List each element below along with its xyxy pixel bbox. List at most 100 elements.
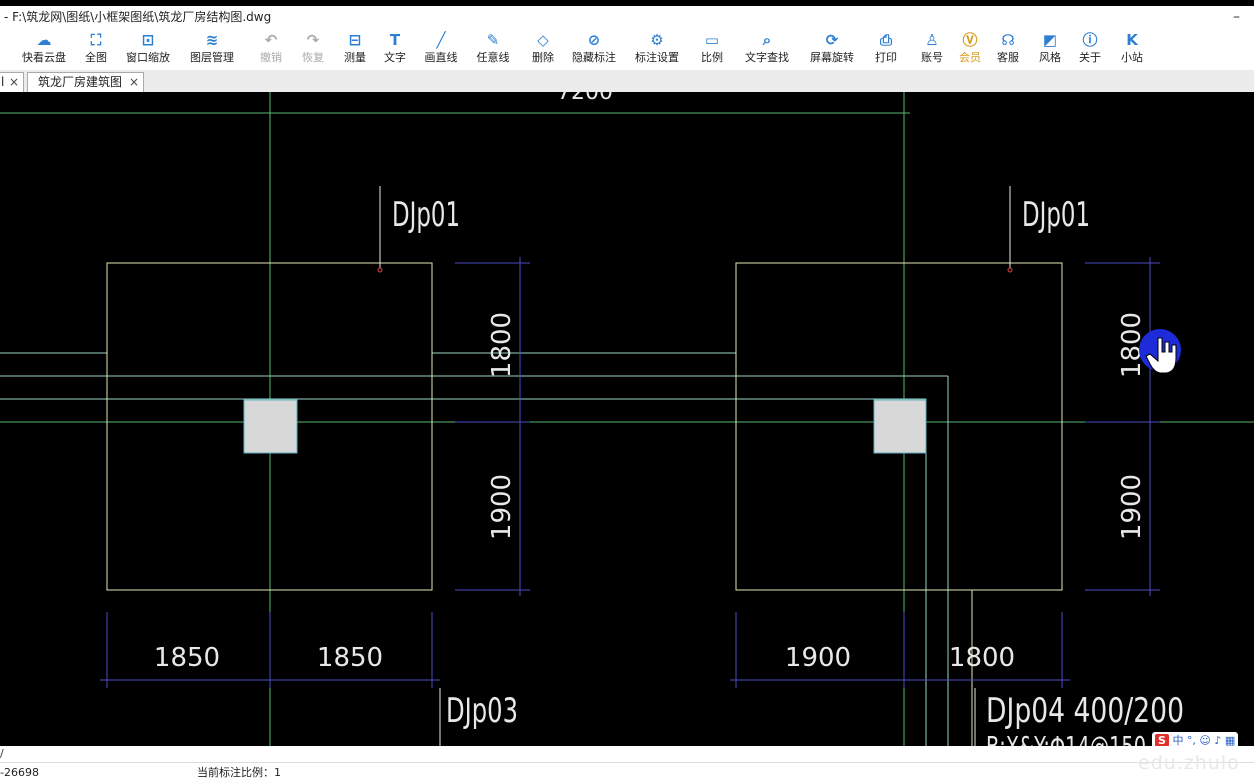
fit-all-icon: ⛶	[90, 31, 102, 49]
annotation-settings-icon: ⚙	[650, 31, 664, 49]
toolbar-button-label: 比例	[701, 51, 723, 64]
tab-label: 筑龙厂房建筑图	[38, 75, 123, 89]
dimension-text: 1800	[949, 643, 1015, 673]
column	[873, 399, 927, 454]
leader-point	[1007, 267, 1013, 273]
window-title: - F:\筑龙网\图纸\小框架图纸\筑龙厂房结构图.dwg	[4, 10, 272, 24]
pen-icon: ✎	[486, 31, 500, 49]
toolbar-button-label: 撤销	[260, 51, 282, 64]
dimension-text: 1800	[487, 312, 517, 378]
column	[243, 399, 298, 454]
eraser-icon: ◇	[537, 31, 549, 49]
toolbar-button-label: 屏幕旋转	[810, 51, 854, 64]
toolbar-button-k-logo[interactable]: K 小站	[1117, 30, 1147, 68]
account-icon: ♙	[925, 31, 939, 49]
ime-indicators: 中 °, ☺ ♪ ▦	[1172, 734, 1236, 747]
printer-icon: ⎙	[879, 31, 892, 49]
footing-outline	[106, 262, 433, 591]
minimize-button[interactable]: –	[1233, 9, 1240, 25]
hide-annotation-icon: ⊘	[587, 31, 601, 49]
toolbar-button-headset[interactable]: ☊ 客服	[993, 30, 1023, 68]
headset-icon: ☊	[1001, 31, 1015, 49]
text-icon: T	[389, 31, 401, 49]
footing-label: DJp04 400/200	[986, 691, 1184, 731]
toolbar-button-label: 任意线	[476, 51, 510, 64]
toolbar-button-label: 关于	[1079, 51, 1101, 64]
info-icon: ⓘ	[1082, 31, 1098, 49]
footing-outline	[735, 262, 1063, 591]
toolbar-button-label: 会员	[959, 51, 981, 64]
watermark: edu.zhulo	[1138, 752, 1240, 774]
toolbar-button-info[interactable]: ⓘ 关于	[1075, 30, 1105, 68]
cursor-coordinate: -26698	[0, 766, 39, 779]
footing-label: DJp01	[392, 195, 460, 235]
toolbar-button-label: 账号	[921, 51, 943, 64]
cad-drawing: 7200 DJp01 DJp0	[0, 80, 1254, 763]
toolbar-button-label: 快看云盘	[22, 51, 66, 64]
pan-hand-cursor-icon	[1145, 337, 1177, 374]
toolbar-button-cloud[interactable]: ☁快看云盘	[20, 30, 68, 68]
rotate-screen-icon: ⟳	[825, 31, 839, 49]
toolbar-button-account[interactable]: ♙ 账号	[917, 30, 947, 68]
k-logo-icon: K	[1126, 31, 1138, 49]
tab-close-icon[interactable]: ×	[128, 75, 139, 89]
line-icon: ╱	[436, 31, 446, 49]
toolbar-button-label: 文字	[384, 51, 406, 64]
footing-label: DJp01	[1022, 195, 1090, 235]
tab-label: l	[1, 75, 5, 89]
toolbar-button-label: 打印	[875, 51, 897, 64]
toolbar-button-line[interactable]: ╱ 画直线	[422, 30, 460, 68]
toolbar-button-label: 测量	[344, 51, 366, 64]
toolbar-button-scale[interactable]: ▭ 比例	[697, 30, 727, 68]
annotation-scale: 当前标注比例：1	[197, 766, 281, 779]
toolbar-button-redo[interactable]: ↷恢复	[298, 30, 328, 68]
toolbar-button-label: 隐藏标注	[572, 51, 616, 64]
toolbar-button-rotate-screen[interactable]: ⟳ 屏幕旋转	[808, 30, 856, 68]
tab-zhulong-architecture[interactable]: 筑龙厂房建筑图 ×	[27, 72, 144, 92]
toolbar-button-hide-annotation[interactable]: ⊘ 隐藏标注	[570, 30, 618, 68]
dimension-text: 1850	[154, 643, 220, 673]
toolbar-button-label: 图层管理	[190, 51, 234, 64]
window-zoom-icon: ⊡	[141, 31, 155, 49]
top-dimension-text: 7200	[557, 92, 613, 105]
leader-point	[377, 267, 383, 273]
toolbar-button-text[interactable]: T 文字	[380, 30, 410, 68]
toolbar-button-style[interactable]: ◩ 风格	[1035, 30, 1065, 68]
ime-toolbar[interactable]: S 中 °, ☺ ♪ ▦	[1152, 732, 1239, 750]
redo-icon: ↷	[306, 31, 320, 49]
toolbar-button-label: 客服	[997, 51, 1019, 64]
toolbar-button-layers[interactable]: ≋ 图层管理	[188, 30, 236, 68]
dimension-text: 1900	[1117, 474, 1147, 540]
drawing-canvas[interactable]: 7200 DJp01 DJp0	[0, 80, 1254, 763]
toolbar-button-label: 画直线	[424, 51, 458, 64]
toolbar-button-label: 全图	[85, 51, 107, 64]
toolbar-button-printer[interactable]: ⎙ 打印	[871, 30, 901, 68]
status-bar: / -26698 当前标注比例：1	[0, 746, 1254, 784]
toolbar-button-eraser[interactable]: ◇ 删除	[528, 30, 558, 68]
style-icon: ◩	[1042, 31, 1058, 49]
toolbar-button-annotation-settings[interactable]: ⚙标注设置	[633, 30, 681, 68]
layers-icon: ≋	[205, 31, 219, 49]
tab-previous-drawing[interactable]: l ×	[0, 72, 24, 92]
document-tab-bar: l × 筑龙厂房建筑图 ×	[0, 70, 1254, 93]
tab-close-icon[interactable]: ×	[8, 75, 19, 89]
toolbar-button-label: 小站	[1121, 51, 1143, 64]
toolbar-button-pen[interactable]: ✎ 任意线	[474, 30, 512, 68]
toolbar-button-label: 删除	[532, 51, 554, 64]
toolbar-button-text-search[interactable]: ⌕文字查找	[743, 30, 791, 68]
toolbar-button-label: 文字查找	[745, 51, 789, 64]
undo-icon: ↶	[264, 31, 278, 49]
scale-icon: ▭	[704, 31, 720, 49]
command-line[interactable]: /	[0, 746, 1254, 763]
footing-label: DJp03	[446, 691, 518, 731]
dimension-text: 1850	[317, 643, 383, 673]
toolbar-button-fit-all[interactable]: ⛶ 全图	[82, 30, 110, 68]
toolbar-button-measure[interactable]: ⊟测量	[340, 30, 370, 68]
toolbar-button-label: 风格	[1039, 51, 1061, 64]
toolbar-button-window-zoom[interactable]: ⊡ 窗口缩放	[124, 30, 172, 68]
toolbar-button-undo[interactable]: ↶ 撤销	[256, 30, 286, 68]
main-toolbar: ☁快看云盘 ⛶ 全图 ⊡ 窗口缩放 ≋ 图层管理 ↶ 撤销 ↷恢复 ⊟测量 T 文字 ╱ 画直线 ✎ 任意线 ◇ 删…	[0, 28, 1254, 70]
title-bar: - F:\筑龙网\图纸\小框架图纸\筑龙厂房结构图.dwg –	[0, 6, 1254, 28]
toolbar-button-label: 窗口缩放	[126, 51, 170, 64]
